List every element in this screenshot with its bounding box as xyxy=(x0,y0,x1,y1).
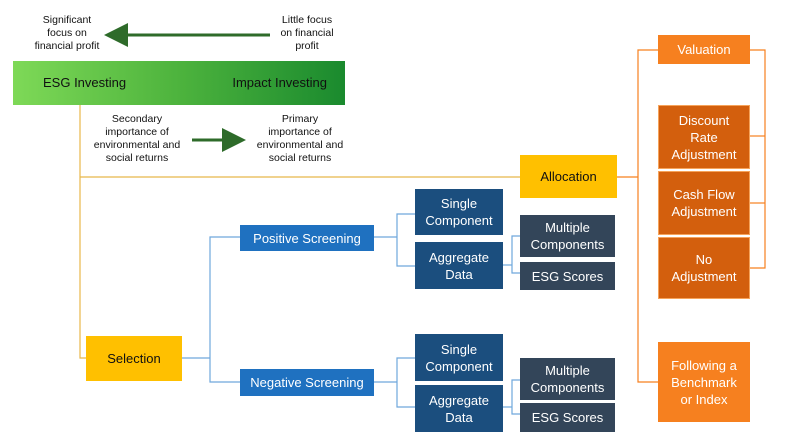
note-significant-focus: Significant focus on financial profit xyxy=(34,14,100,52)
benchmark-box: Following a Benchmark or Index xyxy=(658,342,750,422)
positive-screening-box: Positive Screening xyxy=(240,225,374,251)
no-adjustment-box: No Adjustment xyxy=(658,237,750,299)
line-valuation-bracket xyxy=(637,49,658,383)
esg-impact-spectrum-bar: ESG Investing Impact Investing xyxy=(13,61,345,105)
note-primary-importance: Primary importance of environmental and … xyxy=(256,113,344,164)
neg-multiple-components-box: Multiple Components xyxy=(520,358,615,400)
pos-esg-scores-box: ESG Scores xyxy=(520,262,615,290)
line-bar-to-selection xyxy=(79,105,86,359)
pos-aggregate-data-box: Aggregate Data xyxy=(415,242,503,289)
selection-box: Selection xyxy=(86,336,182,381)
esg-investing-label: ESG Investing xyxy=(43,75,127,90)
neg-aggregate-data-box: Aggregate Data xyxy=(415,385,503,432)
valuation-box: Valuation xyxy=(658,35,750,64)
discount-rate-box: Discount Rate Adjustment xyxy=(658,105,750,169)
allocation-box: Allocation xyxy=(520,155,617,198)
cash-flow-box: Cash Flow Adjustment xyxy=(658,171,750,235)
impact-investing-label: Impact Investing xyxy=(232,75,327,90)
line-adjustment-bracket xyxy=(750,49,766,269)
pos-multiple-components-box: Multiple Components xyxy=(520,215,615,257)
note-secondary-importance: Secondary importance of environmental an… xyxy=(93,113,181,164)
note-little-focus: Little focus on financial profit xyxy=(280,14,334,52)
negative-screening-box: Negative Screening xyxy=(240,369,374,396)
neg-single-component-box: Single Component xyxy=(415,334,503,381)
neg-esg-scores-box: ESG Scores xyxy=(520,403,615,432)
pos-single-component-box: Single Component xyxy=(415,189,503,235)
